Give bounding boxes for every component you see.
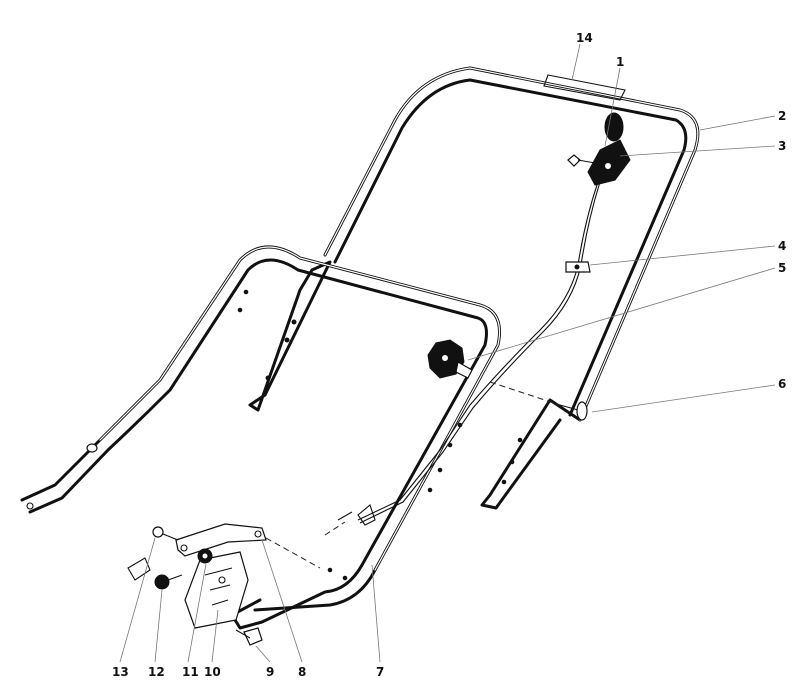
callout-9: 9 bbox=[266, 665, 274, 679]
part-4-cable-clip bbox=[565, 261, 591, 273]
part-1-screw bbox=[567, 154, 596, 167]
callout-3: 3 bbox=[778, 139, 786, 153]
part-9-bolt bbox=[235, 627, 263, 646]
callout-6: 6 bbox=[778, 377, 786, 391]
part-3-control-lever bbox=[587, 112, 631, 186]
lower-handle bbox=[20, 245, 501, 630]
leader-lines bbox=[119, 43, 776, 663]
part-11-nut bbox=[197, 548, 213, 564]
callout-10: 10 bbox=[204, 665, 221, 679]
callout-1: 1 bbox=[616, 55, 624, 69]
control-cable bbox=[324, 181, 601, 536]
callout-8: 8 bbox=[298, 665, 306, 679]
part-6-carriage-bolt bbox=[489, 381, 588, 421]
callout-12: 12 bbox=[148, 665, 165, 679]
callout-labels: 14 1 2 3 4 5 6 7 8 9 10 11 12 13 bbox=[112, 31, 786, 679]
part-12-knob bbox=[154, 574, 183, 590]
upper-handle bbox=[248, 66, 700, 510]
part-8-bracket bbox=[175, 523, 321, 569]
part-10-plate bbox=[184, 551, 249, 629]
callout-2: 2 bbox=[778, 109, 786, 123]
callout-5: 5 bbox=[778, 261, 786, 275]
callout-11: 11 bbox=[182, 665, 199, 679]
callout-14: 14 bbox=[576, 31, 593, 45]
part-13-screw bbox=[127, 526, 179, 581]
part-5-handle-knob bbox=[427, 339, 473, 379]
callout-13: 13 bbox=[112, 665, 129, 679]
callout-7: 7 bbox=[376, 665, 384, 679]
callout-4: 4 bbox=[778, 239, 786, 253]
